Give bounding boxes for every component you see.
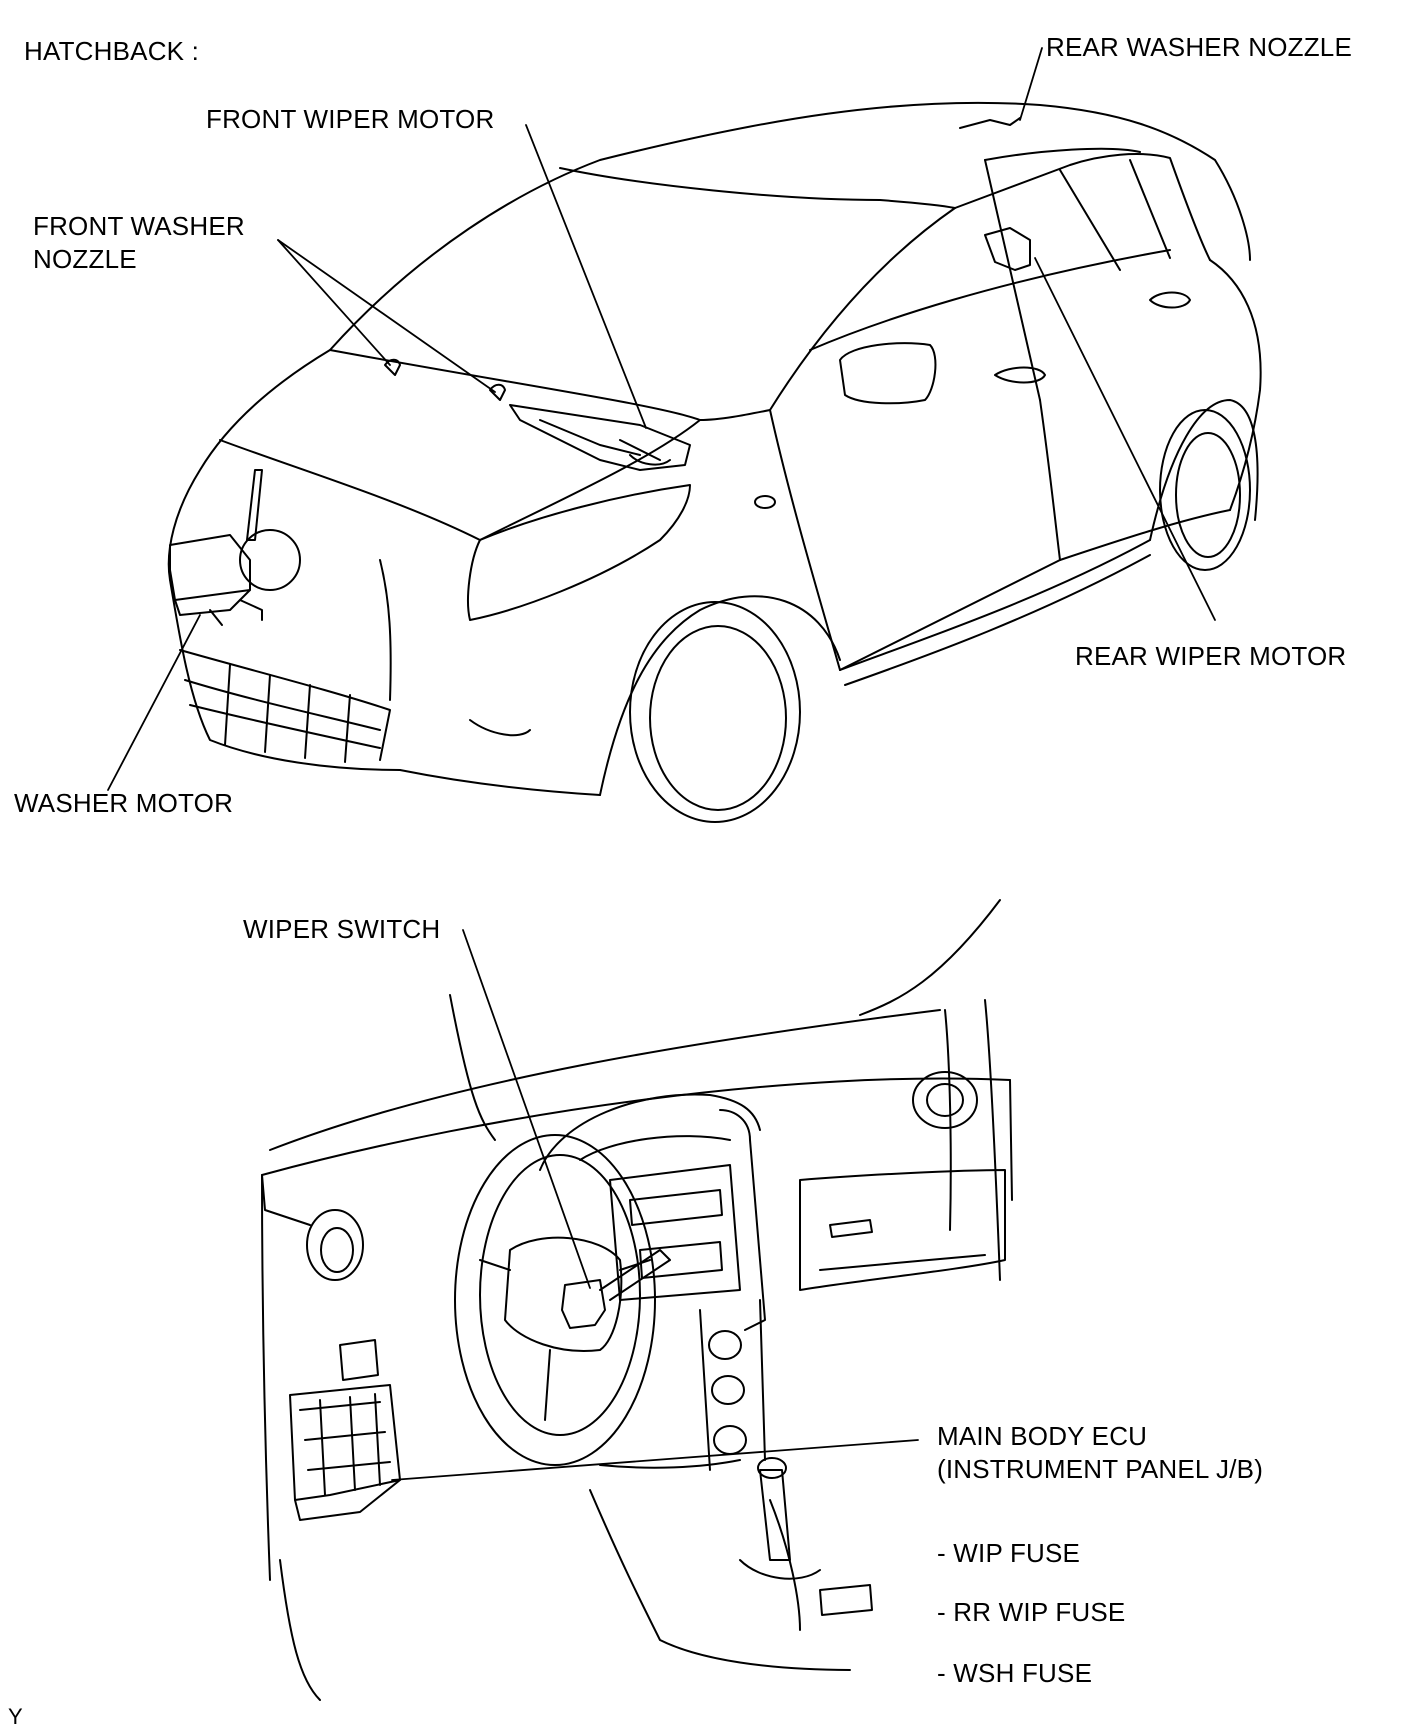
car-exterior-drawing [167,101,1262,823]
label-fuse-wsh: - WSH FUSE [937,1658,1093,1688]
label-washer-motor: WASHER MOTOR [14,788,234,818]
footer-code: Y [8,1704,23,1729]
interior-leader-lines [391,929,919,1481]
label-rear-washer-nozzle: REAR WASHER NOZZLE [1046,32,1353,62]
label-front-washer-nozzle-line2: NOZZLE [33,244,137,274]
label-front-wiper-motor: FRONT WIPER MOTOR [206,104,495,134]
label-fuse-wip: - WIP FUSE [937,1538,1081,1568]
label-main-body-ecu: MAIN BODY ECU (INSTRUMENT PANEL J/B) [937,1420,1263,1486]
label-wiper-switch: WIPER SWITCH [243,914,441,944]
label-main-body-ecu-line1: MAIN BODY ECU [937,1421,1148,1451]
dashboard-interior-drawing [261,899,1013,1701]
label-main-body-ecu-line2: (INSTRUMENT PANEL J/B) [937,1454,1264,1484]
label-front-washer-nozzle: FRONT WASHER NOZZLE [33,210,245,276]
label-front-washer-nozzle-line1: FRONT WASHER [33,211,245,241]
variant-heading: HATCHBACK : [24,36,200,66]
label-rear-wiper-motor: REAR WIPER MOTOR [1075,641,1347,671]
label-fuse-rr-wip: - RR WIP FUSE [937,1597,1126,1627]
exterior-leader-lines [107,47,1216,791]
